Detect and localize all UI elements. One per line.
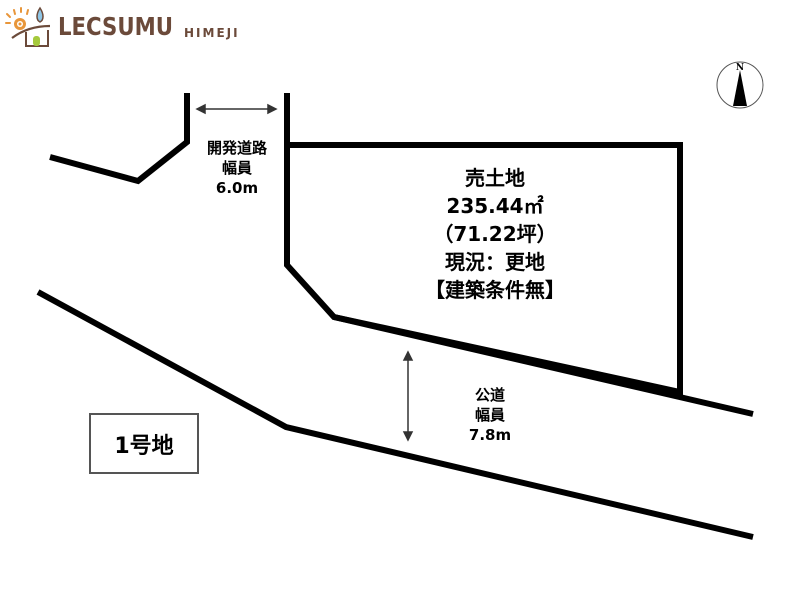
public-road-label: 公道 幅員 7.8m [450, 385, 530, 445]
public-road-upper-edge [333, 314, 754, 417]
logo-house-icon [5, 6, 51, 47]
lot-area-sqm: 235.44㎡ [446, 194, 544, 218]
dev-road-width-value: 6.0m [215, 179, 259, 197]
public-road-width-value: 7.8m [468, 426, 512, 444]
public-road-name: 公道 [474, 386, 505, 404]
company-logo: LECSUMU HIMEJI [4, 2, 238, 50]
lot-info: 売土地 235.44㎡ （71.22坪） 現況：更地 【建築条件無】 [400, 164, 590, 304]
left-road-edge [49, 93, 190, 185]
north-compass: N [715, 60, 765, 110]
brand-subtitle: HIMEJI [184, 26, 240, 40]
public-road-width-arrow [402, 350, 414, 442]
brand-name: LECSUMU [58, 11, 174, 41]
north-arrow-icon: N [716, 61, 764, 109]
dev-road-width-title: 幅員 [221, 159, 252, 177]
lot-status: 現況：更地 [445, 250, 545, 274]
dev-road-width-arrow [195, 103, 278, 115]
public-road-lower-edge [36, 289, 754, 540]
svg-text:N: N [736, 63, 744, 73]
dev-road-name: 開発道路 [206, 139, 267, 157]
development-road-label: 開発道路 幅員 6.0m [192, 138, 282, 198]
public-road-width-title: 幅員 [474, 406, 505, 424]
lot-number-label: 1号地 [114, 433, 174, 459]
lot-condition: 【建築条件無】 [425, 278, 565, 302]
lot-area-tsubo: （71.22坪） [433, 222, 557, 246]
lot-number-box: 1号地 [89, 413, 199, 474]
lot-type: 売土地 [465, 166, 525, 190]
